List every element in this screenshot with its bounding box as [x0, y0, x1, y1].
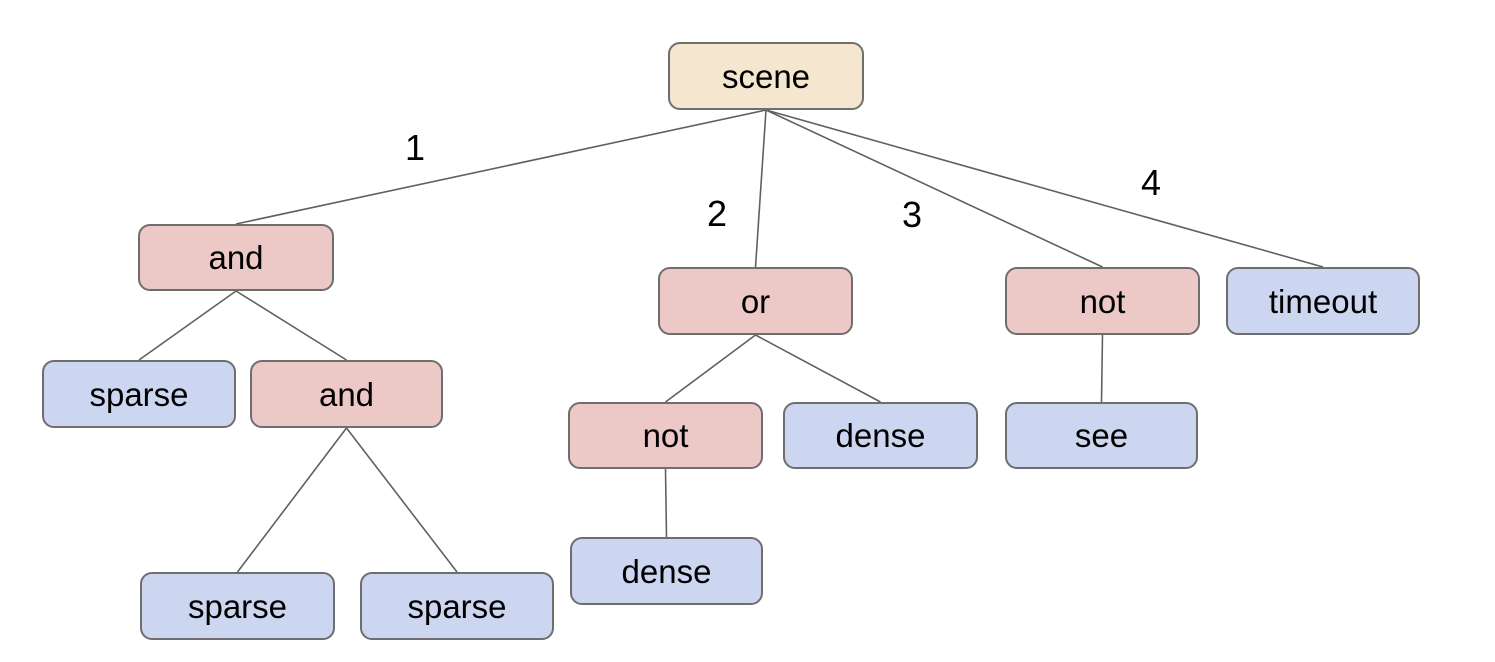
edge-and1-to-sparse1: [138, 290, 237, 361]
node-scene: scene: [668, 42, 864, 110]
node-sparse3: sparse: [360, 572, 554, 640]
edge-scene-to-and1: [235, 109, 767, 225]
edge-and1-to-and2: [235, 290, 347, 361]
node-see1: see: [1005, 402, 1198, 469]
edge-label-3: 3: [901, 194, 923, 235]
edge-label-2: 2: [706, 193, 728, 234]
edge-or1-to-not2: [665, 334, 756, 403]
edge-scene-to-or1: [754, 109, 767, 268]
edge-not1-to-see1: [1100, 334, 1104, 403]
node-dense1: dense: [783, 402, 978, 469]
edge-and2-to-sparse2: [236, 427, 348, 573]
edge-or1-to-dense1: [755, 334, 881, 403]
edge-not2-to-dense2: [664, 468, 668, 538]
node-sparse1: sparse: [42, 360, 236, 428]
node-not2: not: [568, 402, 763, 469]
node-and2: and: [250, 360, 443, 428]
node-dense2: dense: [570, 537, 763, 605]
node-and1: and: [138, 224, 334, 291]
edge-scene-to-not1: [765, 109, 1103, 268]
node-sparse2: sparse: [140, 572, 335, 640]
node-or1: or: [658, 267, 853, 335]
edge-label-4: 4: [1140, 162, 1162, 203]
edge-and2-to-sparse3: [345, 427, 458, 573]
edge-scene-to-timeout1: [765, 109, 1324, 268]
node-timeout1: timeout: [1226, 267, 1420, 335]
node-not1: not: [1005, 267, 1200, 335]
edge-label-1: 1: [404, 127, 426, 168]
